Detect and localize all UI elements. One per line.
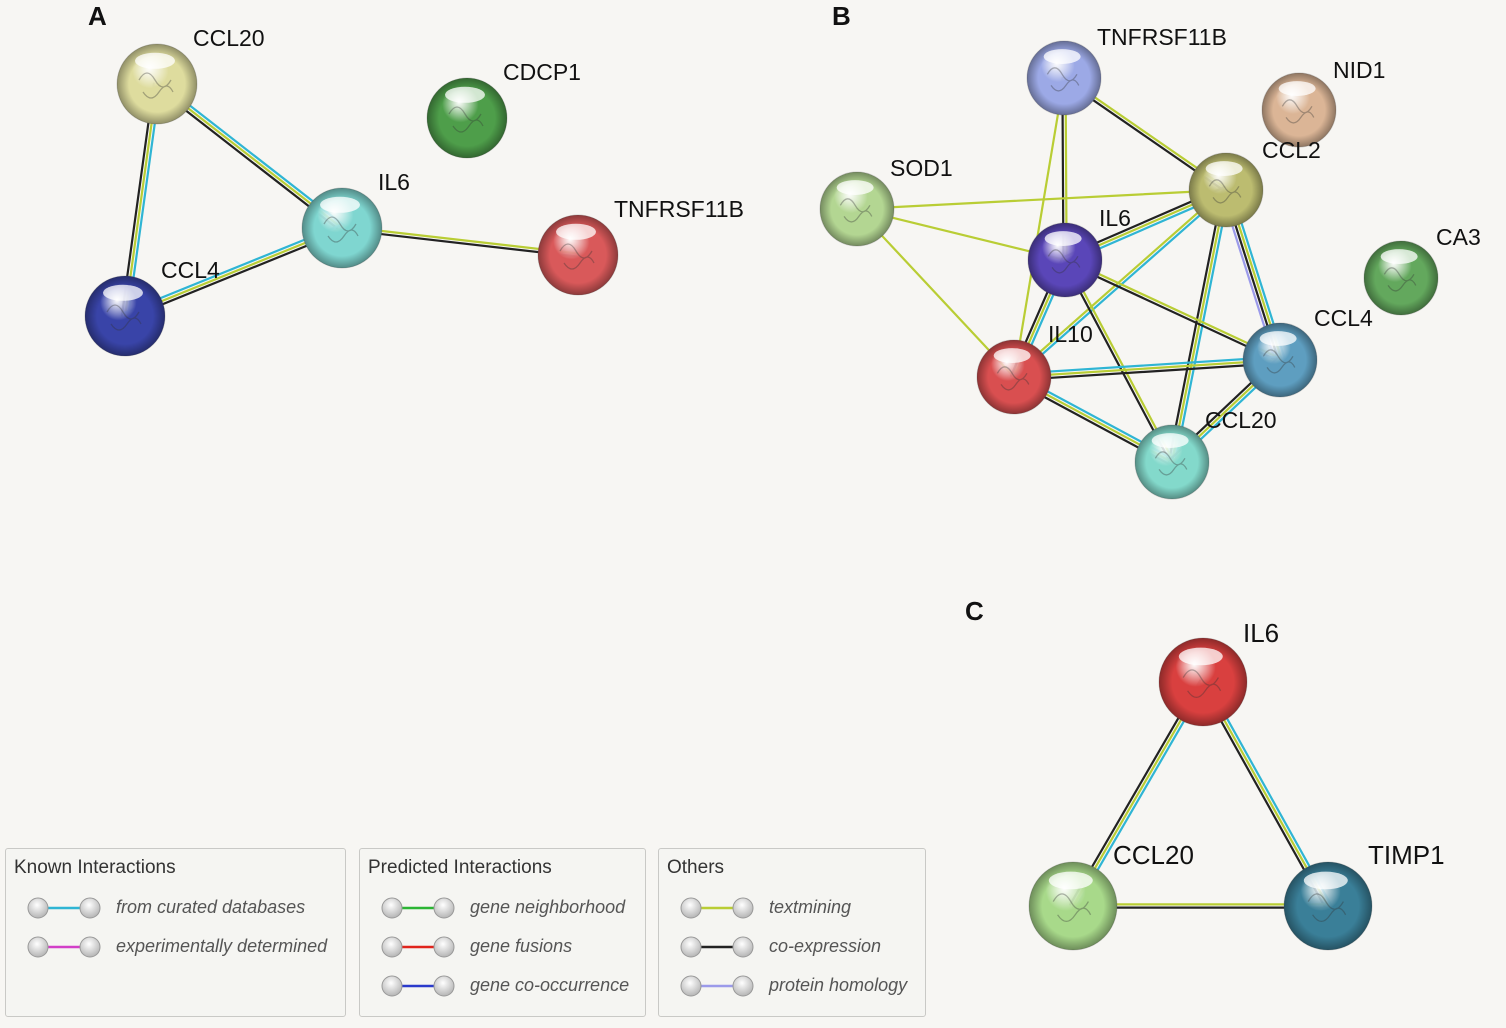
edge-line-coexpression — [1167, 188, 1224, 463]
node-label: TIMP1 — [1368, 840, 1445, 870]
node-highlight — [135, 52, 175, 69]
legend-item-label: co-expression — [769, 936, 882, 956]
node-il6[interactable] — [301, 187, 383, 269]
edge-B-SOD1-B-CCL2 — [855, 188, 1228, 211]
node-ccl4[interactable] — [1242, 322, 1318, 398]
edge-line-textmining — [855, 207, 1016, 379]
node-highlight — [1278, 81, 1316, 96]
node-label: CCL4 — [1314, 305, 1373, 331]
edge-line-coexpression — [1063, 260, 1281, 363]
edge-line-coexpression — [1013, 362, 1282, 382]
node-label: IL6 — [378, 169, 410, 195]
legend-item-label: protein homology — [769, 975, 908, 995]
edge-line-coexpression — [1062, 259, 1172, 464]
legend-group-title: Known Interactions — [14, 857, 176, 878]
node-highlight — [1205, 161, 1243, 176]
edge-line-textmining — [1012, 358, 1282, 379]
labels-layer: ACCL20CDCP1IL6TNFRSF11BCCL4BTNFRSF11BNID… — [88, 1, 1481, 870]
node-label: NID1 — [1333, 57, 1385, 83]
edge-B-IL6-B-CCL4 — [1063, 257, 1282, 363]
node-highlight — [1151, 433, 1189, 448]
edge-B-IL10-B-CCL4 — [1012, 355, 1282, 382]
node-highlight — [1178, 647, 1223, 666]
node-label: TNFRSF11B — [614, 196, 744, 222]
node-cdcp1[interactable] — [426, 77, 508, 159]
legend-item-label: gene neighborhood — [470, 897, 626, 917]
edge-B-IL6-B-CCL20 — [1062, 258, 1175, 464]
node-label: TNFRSF11B — [1097, 24, 1227, 50]
node-highlight — [836, 180, 874, 195]
edge-B-TNFRSF11B-B-IL10 — [1012, 76, 1066, 379]
node-label: SOD1 — [890, 155, 953, 181]
node-label: CCL20 — [1113, 840, 1194, 870]
legend-line-sample-icon — [27, 936, 101, 958]
panel-letter: A — [88, 1, 107, 31]
node-timp1[interactable] — [1283, 861, 1373, 951]
node-highlight — [320, 196, 360, 213]
edge-line-textmining — [1170, 188, 1228, 464]
node-ccl20[interactable] — [116, 43, 198, 125]
legend-group-title: Others — [667, 857, 725, 878]
panel-letter: B — [832, 1, 851, 31]
node-nid1[interactable] — [1261, 72, 1337, 148]
node-ccl2[interactable] — [1188, 152, 1264, 228]
node-ccl20[interactable] — [1134, 424, 1210, 500]
node-highlight — [1303, 871, 1348, 890]
node-highlight — [103, 284, 143, 301]
legend-item-label: experimentally determined — [116, 936, 328, 956]
node-highlight — [445, 86, 485, 103]
legend-item-label: gene co-occurrence — [470, 975, 630, 995]
legend-line-sample-icon — [680, 936, 754, 958]
node-label: CCL20 — [193, 25, 265, 51]
legend-line-sample-icon — [381, 897, 455, 919]
node-label: IL6 — [1099, 205, 1131, 231]
node-label: CCL2 — [1262, 137, 1321, 163]
edge-line-textmining — [1065, 258, 1175, 463]
node-highlight — [1043, 49, 1081, 64]
legend-line-sample-icon — [27, 897, 101, 919]
legend-line-sample-icon — [381, 936, 455, 958]
legend-line-sample-icon — [680, 975, 754, 997]
node-il10[interactable] — [976, 339, 1052, 415]
node-highlight — [993, 348, 1031, 363]
panel-letter: C — [965, 596, 984, 626]
node-il6[interactable] — [1158, 637, 1248, 727]
legend-group-title: Predicted Interactions — [368, 857, 552, 878]
edge-line-textmining — [1012, 76, 1066, 379]
edge-B-SOD1-B-IL10 — [855, 207, 1016, 379]
node-highlight — [1048, 871, 1093, 890]
legend-group-known-interactions: Known Interactions from curated databases… — [5, 848, 346, 1017]
node-label: CA3 — [1436, 224, 1481, 250]
node-label: IL10 — [1048, 321, 1093, 347]
legend-line-sample-icon — [381, 975, 455, 997]
legend-line-sample-icon — [680, 897, 754, 919]
legend-item-label: gene fusions — [470, 936, 573, 956]
node-sod1[interactable] — [819, 171, 895, 247]
edge-line-textmining — [1064, 257, 1282, 360]
node-label: IL6 — [1243, 618, 1279, 648]
node-tnfrsf11b[interactable] — [537, 214, 619, 296]
node-highlight — [1044, 231, 1082, 246]
node-ccl20[interactable] — [1028, 861, 1118, 951]
node-highlight — [556, 223, 596, 240]
node-label: CDCP1 — [503, 59, 581, 85]
node-ca3[interactable] — [1363, 240, 1439, 316]
node-ccl4[interactable] — [84, 275, 166, 357]
node-highlight — [1380, 249, 1418, 264]
legend-group-predicted-interactions: Predicted Interactions gene neighborhood g… — [359, 848, 646, 1017]
legend-item-label: textmining — [769, 897, 852, 917]
node-tnfrsf11b[interactable] — [1026, 40, 1102, 116]
legend-group-others: Others textmining co-expression protein hom… — [658, 848, 926, 1017]
legend-item-label: from curated databases — [116, 897, 306, 917]
nodes-layer — [84, 40, 1439, 951]
edge-line-textmining — [855, 188, 1228, 211]
node-label: CCL20 — [1205, 407, 1277, 433]
node-highlight — [1259, 331, 1297, 346]
node-label: CCL4 — [161, 257, 220, 283]
node-il6[interactable] — [1027, 222, 1103, 298]
edge-line-curated — [1012, 355, 1281, 375]
